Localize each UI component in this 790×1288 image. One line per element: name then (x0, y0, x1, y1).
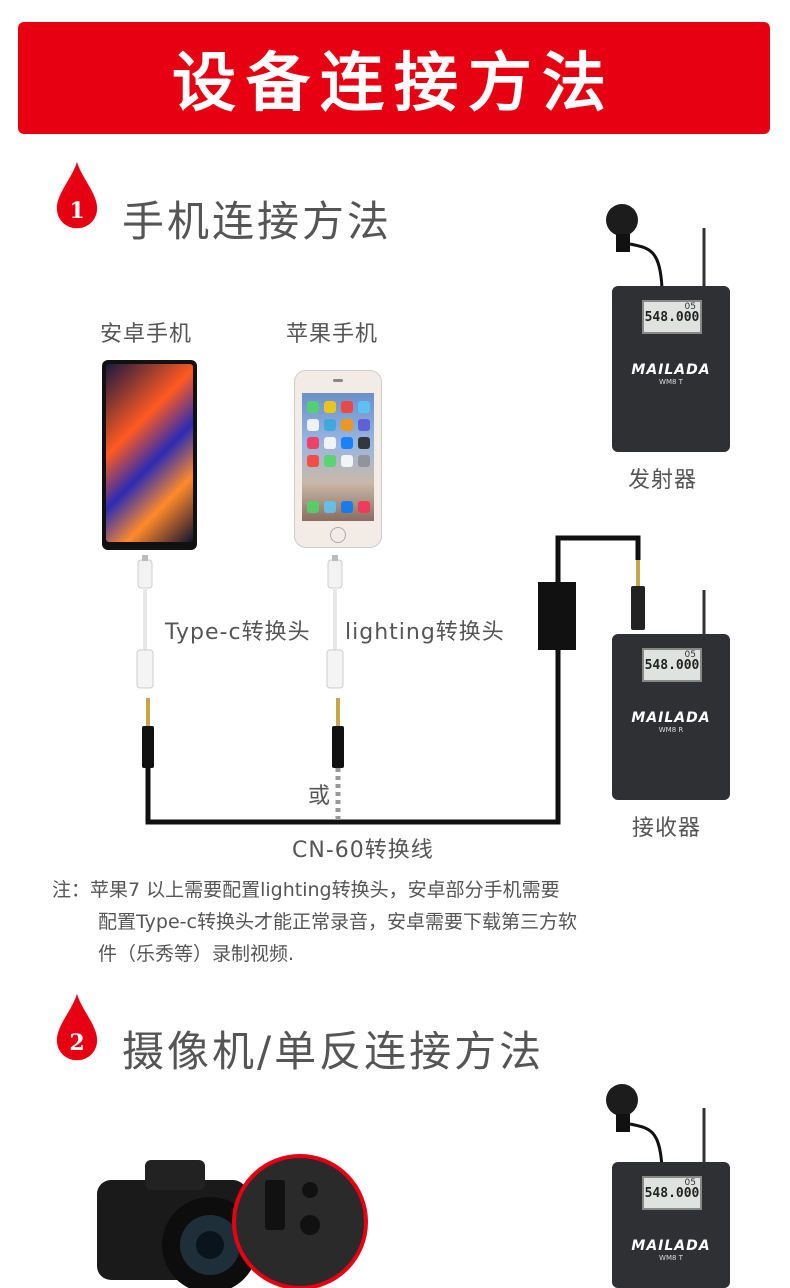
lighting-label: lighting转换头 (345, 620, 505, 645)
jack-plug-left-icon (142, 698, 154, 768)
receiver-model: WM8 R (658, 726, 684, 734)
cable-box-icon (538, 582, 576, 650)
cable-diagram (142, 535, 645, 825)
red-drop-icon (56, 993, 98, 1061)
transmitter-body: 05 548.000 MAILADA WM8 T (612, 286, 730, 452)
transmitter-device: 05 548.000 MAILADA WM8 T (600, 198, 740, 458)
note-line2: 配置Type-c转换头才能正常录音，安卓需要下载第三方软 (98, 911, 577, 933)
iphone (294, 370, 382, 548)
camera-port-closeup (232, 1154, 368, 1288)
transmitter-lcd-2: 05 548.000 (642, 1176, 702, 1210)
receiver-lcd: 05 548.000 (642, 648, 702, 682)
lavalier-mic-icon (606, 204, 706, 288)
transmitter-label: 发射器 (628, 468, 698, 493)
android-label: 安卓手机 (100, 322, 193, 347)
note-line3: 件（乐秀等）录制视频. (98, 943, 295, 965)
section1-number: 1 (69, 198, 85, 224)
transmitter-model: WM8 T (659, 378, 683, 386)
android-phone (102, 360, 197, 550)
section2-marker: 2 (52, 992, 102, 1072)
adapter-cables (136, 555, 344, 689)
lavalier-mic-icon (606, 1084, 706, 1168)
receiver-brand: MAILADA (631, 710, 711, 726)
jack-plug-receiver-icon (631, 560, 645, 630)
note-line1: 注：苹果7 以上需要配置lighting转换头，安卓部分手机需要 (52, 879, 560, 901)
home-button (330, 527, 346, 543)
receiver-device: 05 548.000 MAILADA WM8 R (612, 590, 742, 805)
typec-label: Type-c转换头 (165, 620, 311, 645)
transmitter-brand: MAILADA (631, 362, 711, 378)
transmitter-model-2: WM8 T (659, 1254, 683, 1262)
banner-title: 设备连接方法 (172, 47, 616, 121)
transmitter-lcd: 05 548.000 (642, 300, 702, 334)
cable-label: CN-60转换线 (292, 838, 434, 863)
transmitter-body-2: 05 548.000 MAILADA WM8 T (612, 1162, 730, 1288)
jack-plug-right-icon (332, 698, 344, 768)
iphone-screen (302, 393, 374, 521)
camera-icon (97, 1154, 368, 1288)
receiver-label: 接收器 (632, 816, 702, 841)
receiver-body: 05 548.000 MAILADA WM8 R (612, 634, 730, 800)
red-drop-icon (56, 161, 98, 229)
apple-label: 苹果手机 (286, 322, 379, 347)
iphone-speaker (333, 379, 343, 382)
antenna-icon (702, 590, 706, 636)
section1-title: 手机连接方法 (122, 197, 393, 246)
transmitter-brand-2: MAILADA (631, 1238, 711, 1254)
app-grid-icon (307, 401, 370, 513)
section2-title: 摄像机/单反连接方法 (122, 1027, 545, 1076)
or-label: 或 (308, 784, 332, 809)
section1-marker: 1 (52, 160, 102, 240)
android-phone-screen (106, 364, 193, 542)
page-banner: 设备连接方法 (18, 22, 770, 134)
transmitter-device-2: 05 548.000 MAILADA WM8 T (600, 1078, 740, 1288)
section2-number: 2 (69, 1030, 85, 1056)
